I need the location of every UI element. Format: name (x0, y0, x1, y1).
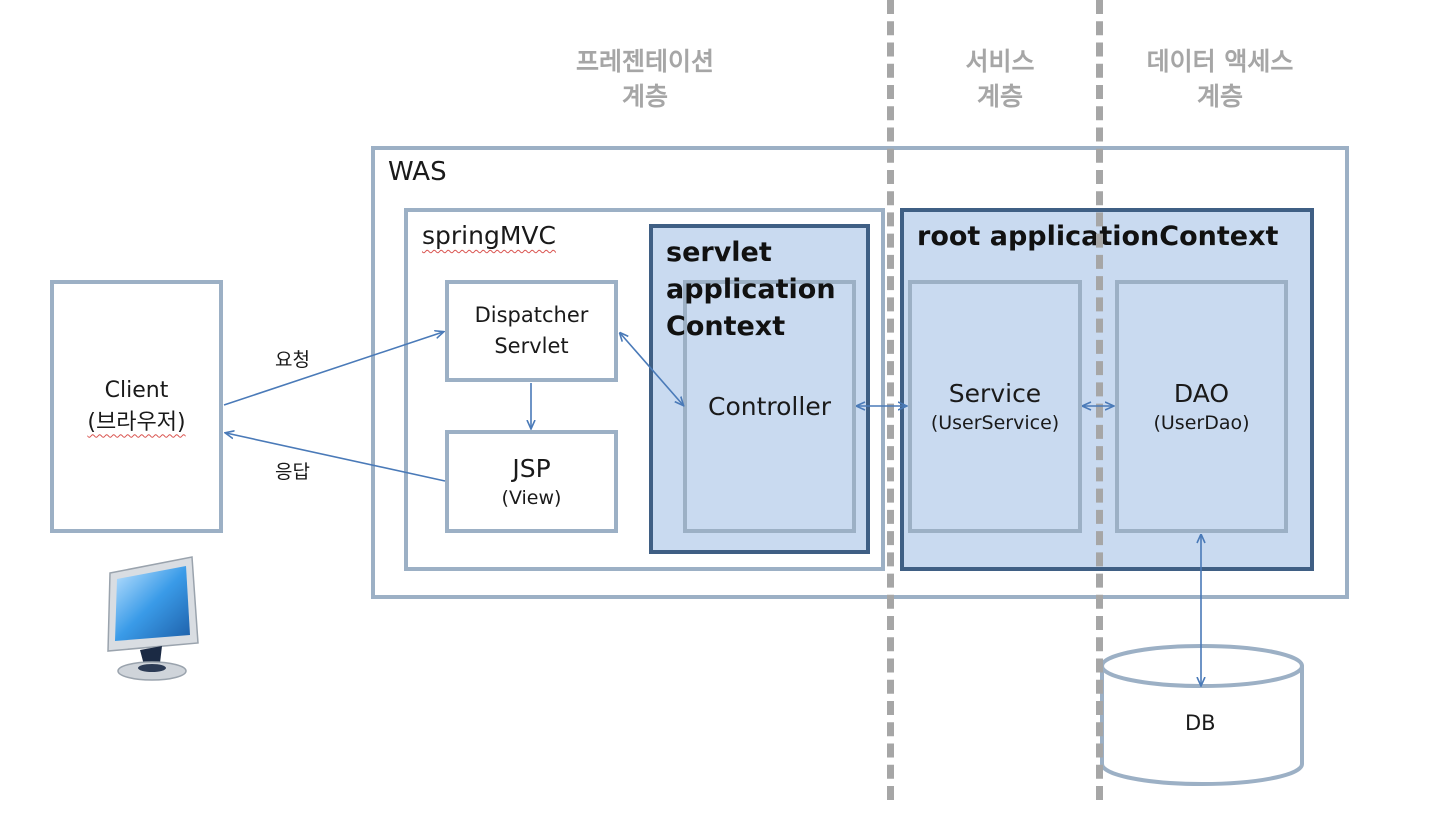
jsp-title: JSP (512, 453, 551, 483)
controller-box: Controller (683, 280, 856, 533)
was-frame (371, 146, 1349, 599)
springmvc-frame (404, 208, 885, 571)
dispatcher-label-line1: Dispatcher (474, 303, 589, 327)
data-access-layer-title: 데이터 액세스 계층 (1146, 47, 1294, 111)
jsp-view-box: JSP (View) (445, 430, 618, 533)
dispatcher-controller-arrow (620, 333, 683, 405)
service-data-separator (1096, 0, 1103, 800)
service-layer-title: 서비스 계층 (965, 47, 1035, 111)
dispatcher-label-line2: Servlet (494, 334, 569, 358)
dao-subtitle: (UserDao) (1153, 411, 1250, 434)
dispatcher-servlet-box: Dispatcher Servlet (445, 280, 618, 382)
springmvc-label: springMVC (422, 221, 556, 250)
jsp-subtitle: (View) (501, 486, 562, 509)
service-subtitle: (UserService) (930, 411, 1060, 434)
client-label-line2: (브라우저) (87, 409, 186, 435)
dao-title: DAO (1173, 378, 1230, 408)
was-label: WAS (388, 157, 447, 187)
service-box: Service (UserService) (908, 280, 1082, 533)
presentation-layer-title: 프레젠테이션 계층 (575, 47, 714, 111)
response-label: 응답 (275, 461, 310, 483)
monitor-icon (107, 556, 199, 681)
controller-label: Controller (708, 392, 831, 421)
client-box: Client (브라우저) (50, 280, 223, 533)
request-arrow (223, 332, 443, 406)
service-title: Service (948, 378, 1042, 408)
response-arrow (226, 433, 446, 482)
request-label: 요청 (275, 349, 310, 371)
client-label-line1: Client (104, 377, 169, 403)
presentation-service-separator (887, 0, 894, 800)
db-label: DB (1185, 711, 1216, 735)
root-context-label: root applicationContext (917, 221, 1279, 252)
dao-box: DAO (UserDao) (1115, 280, 1288, 533)
servlet-context-label: servlet application Context (666, 237, 836, 342)
